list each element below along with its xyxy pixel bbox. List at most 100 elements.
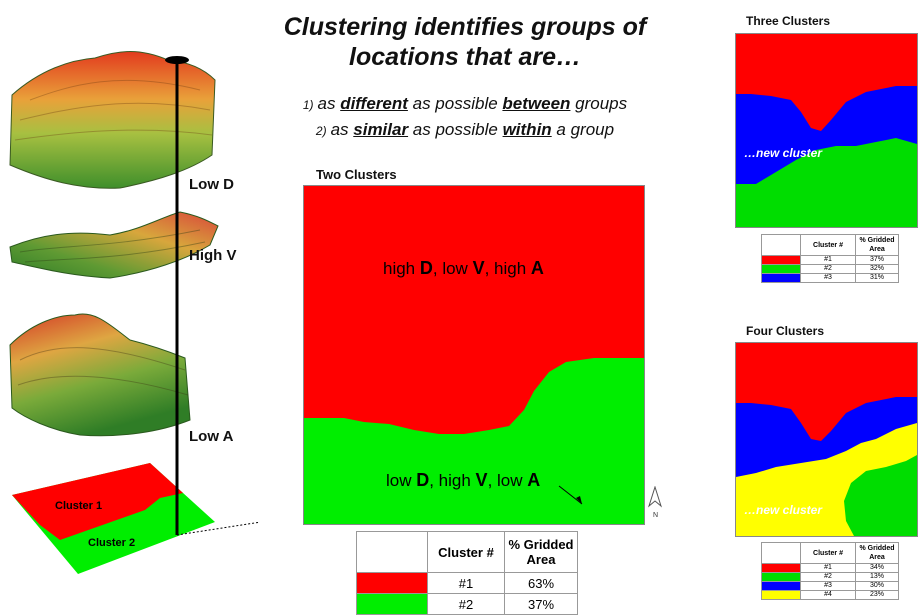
table-row: #3 30% — [761, 581, 899, 591]
two-clusters-map — [303, 185, 645, 525]
label-cluster-2: Cluster 2 — [88, 537, 136, 549]
swatch-green — [761, 572, 801, 582]
cell-cluster: #3 — [800, 581, 856, 591]
table-header-row: Cluster # % Gridded Area — [761, 542, 899, 564]
table-row: #2 32% — [761, 264, 899, 274]
swatch-green — [761, 264, 801, 274]
north-label: N — [653, 512, 659, 519]
pole-cap — [165, 56, 189, 64]
table-row: #2 37% — [356, 593, 578, 615]
table-row: #1 37% — [761, 255, 899, 265]
swatch-green — [356, 593, 428, 615]
four-clusters-map — [735, 342, 918, 537]
criterion-2-mid: as possible — [408, 120, 503, 139]
two-clusters-heading: Two Clusters — [316, 167, 397, 182]
bottom-label-part3: , low — [487, 471, 528, 490]
bottom-label-var1: D — [416, 470, 430, 490]
bottom-label-part2: , high — [429, 471, 476, 490]
swatch-red — [761, 255, 801, 265]
header-area: % Gridded Area — [855, 234, 899, 256]
criterion-2-pre: as — [330, 120, 354, 139]
four-clusters-green-region — [844, 455, 917, 536]
cell-area: 32% — [855, 264, 899, 274]
criterion-2: 2)as similar as possible within a group — [250, 120, 680, 140]
swatch-blue — [761, 273, 801, 283]
cell-cluster: #4 — [800, 590, 856, 600]
title: Clustering identifies groups of location… — [250, 12, 680, 72]
cell-area: 31% — [855, 273, 899, 283]
criterion-1-mid: as possible — [407, 94, 503, 113]
cell-area: 13% — [855, 572, 899, 582]
swatch-yellow — [761, 590, 801, 600]
title-line-2: locations that are… — [349, 43, 581, 71]
top-label-var1: D — [419, 258, 433, 278]
three-clusters-table: Cluster # % Gridded Area #1 37% #2 32% #… — [761, 234, 899, 283]
top-label-part2: , low — [432, 259, 473, 278]
criterion-1-number: 1) — [302, 98, 314, 112]
cell-cluster: #2 — [800, 572, 856, 582]
three-clusters-map — [735, 33, 918, 228]
top-label-var3: A — [530, 258, 544, 278]
two-clusters-top-label: high D, low V, high A — [383, 258, 544, 279]
header-cluster: Cluster # — [800, 234, 856, 256]
criterion-1-post: groups — [570, 94, 628, 113]
label-cluster-1: Cluster 1 — [55, 500, 103, 512]
table-row: #1 34% — [761, 563, 899, 573]
cell-cluster: #1 — [800, 563, 856, 573]
bottom-label-var2: V — [475, 470, 488, 490]
two-clusters-bottom-label: low D, high V, low A — [386, 470, 540, 491]
table-row: #2 13% — [761, 572, 899, 582]
cell-area: 30% — [855, 581, 899, 591]
table-row: #1 63% — [356, 572, 578, 594]
criterion-1-pre: as — [317, 94, 341, 113]
criterion-1-key1: different — [340, 94, 408, 113]
criterion-1-key2: between — [502, 94, 571, 113]
cell-cluster: #2 — [427, 593, 505, 615]
criterion-1: 1)as different as possible between group… — [250, 94, 680, 114]
swatch-red — [761, 563, 801, 573]
swatch-header — [356, 531, 428, 573]
four-clusters-new-label: …new cluster — [744, 503, 823, 517]
label-high-v: High V — [189, 247, 237, 264]
three-clusters-heading: Three Clusters — [746, 14, 831, 28]
criterion-2-key2: within — [502, 120, 552, 139]
cell-area: 23% — [855, 590, 899, 600]
top-label-part1: high — [383, 259, 420, 278]
high-v-surface — [9, 211, 219, 279]
cell-area: 63% — [504, 572, 578, 594]
cell-area: 37% — [855, 255, 899, 265]
swatch-header — [761, 234, 801, 256]
header-cluster: Cluster # — [427, 531, 505, 573]
label-low-d: Low D — [189, 176, 234, 193]
header-cluster: Cluster # — [800, 542, 856, 564]
three-clusters-red-region — [736, 34, 917, 131]
layer-stack-illustration — [9, 51, 260, 574]
four-clusters-table: Cluster # % Gridded Area #1 34% #2 13% #… — [761, 542, 899, 600]
pointer-arrow — [558, 485, 583, 505]
four-clusters-red-region — [736, 343, 917, 441]
table-header-row: Cluster # % Gridded Area — [356, 531, 578, 573]
low-a-surface — [9, 313, 191, 437]
cluster-plane — [12, 463, 215, 574]
cell-cluster: #1 — [800, 255, 856, 265]
table-row: #4 23% — [761, 590, 899, 600]
criterion-2-post: a group — [551, 120, 615, 139]
two-clusters-green-region — [304, 358, 644, 524]
cell-cluster: #3 — [800, 273, 856, 283]
header-area: % Gridded Area — [504, 531, 578, 573]
swatch-header — [761, 542, 801, 564]
swatch-red — [356, 572, 428, 594]
four-clusters-heading: Four Clusters — [746, 324, 825, 338]
cell-cluster: #1 — [427, 572, 505, 594]
table-header-row: Cluster # % Gridded Area — [761, 234, 899, 256]
table-row: #3 31% — [761, 273, 899, 283]
two-clusters-table: Cluster # % Gridded Area #1 63% #2 37% — [356, 531, 578, 615]
bottom-label-part1: low — [386, 471, 417, 490]
top-label-var2: V — [472, 258, 485, 278]
pointer-arrow-head — [576, 496, 582, 504]
three-clusters-new-label: …new cluster — [744, 146, 823, 160]
bottom-label-var3: A — [527, 470, 541, 490]
top-label-part3: , high — [484, 259, 531, 278]
cell-area: 34% — [855, 563, 899, 573]
label-low-a: Low A — [189, 428, 234, 445]
